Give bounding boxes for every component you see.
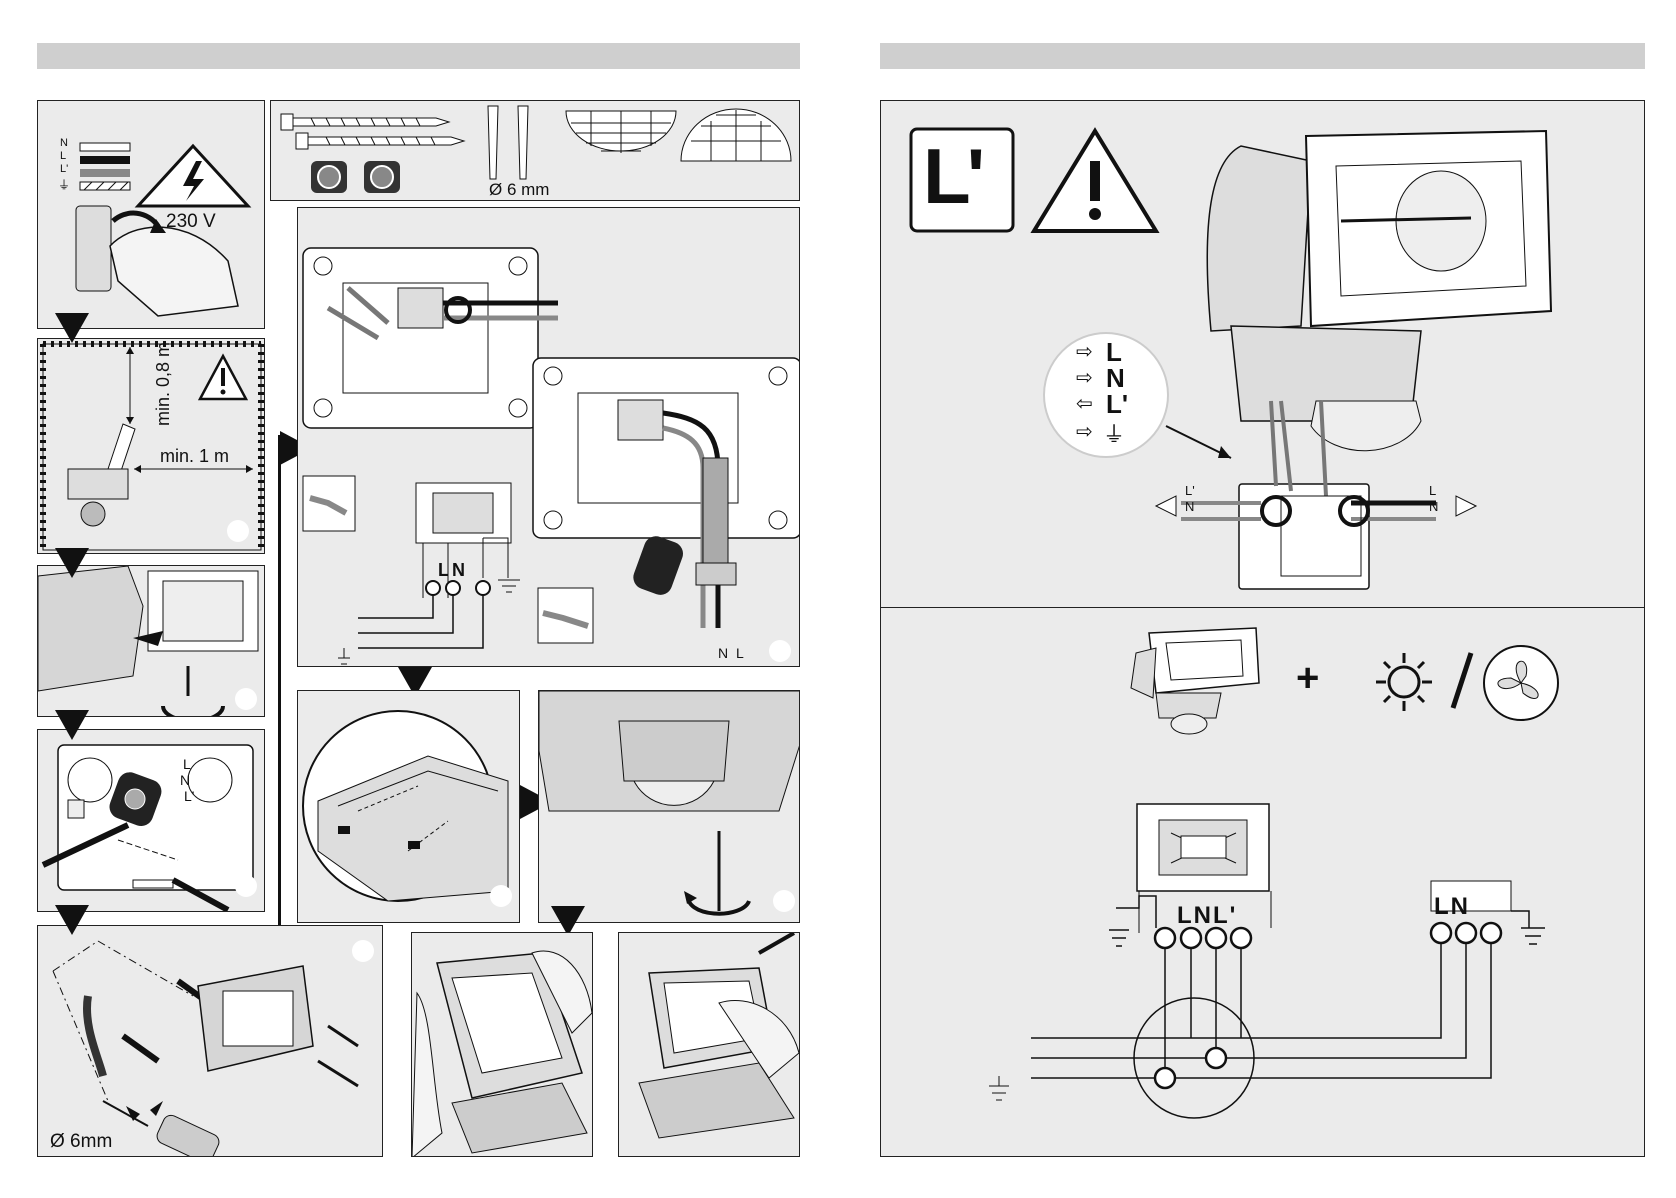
panel-cable-entry: L N L' [37,729,265,912]
dowel-size-label: Ø 6 mm [489,180,549,200]
panel-open-lamp [411,932,593,1157]
terminal-label-n: N [452,560,465,581]
terminal-label-l: L [438,560,449,581]
lprime-wiring-illustration [881,101,1645,608]
wire-label-n-right: N [1429,499,1438,514]
mounting-distance-illustration [38,339,265,554]
circuit-diagram [881,608,1645,1157]
step-arrow-2 [55,548,89,578]
wire-label-lprime: L' [60,163,68,175]
plus-sign: + [1296,656,1319,701]
legend-lprime: L' [1106,389,1128,420]
panel-insert-bulb [618,932,800,1157]
step-arrow-3 [55,710,89,740]
legend-arrow-ground: ⇨ [1076,419,1093,444]
panel-lprime-wiring: L' L N L' ⇨ ⇨ ⇦ ⇨ ⏚ L' N L N [880,100,1645,608]
load-terminals: LN [1434,893,1470,921]
open-lamp-illustration [412,933,593,1157]
insert-bulb-illustration [619,933,800,1157]
height-label: min. 0,8 m [153,342,174,426]
legend-ground-icon: ⏚ [1103,417,1125,449]
panel-drill-mount: Ø 6mm [37,925,383,1157]
wiring-illustration [298,208,800,667]
panel-sensor-screw [538,690,800,923]
left-header-bar [37,43,800,69]
legend-arrow-lprime: ⇦ [1076,391,1093,416]
wire-label-n-left: N [1185,499,1194,514]
step-arrow-1 [55,313,89,343]
panel-remove-housing [37,565,265,717]
drill-mount-illustration [38,926,383,1157]
distance-label: min. 1 m [160,446,229,467]
wire-label-l: L [60,150,66,162]
remove-housing-illustration [38,566,265,717]
mode-symbol: L' [923,131,981,222]
panel-accessories: Ø 6 mm [270,100,800,201]
wire-label-lprime-right: L' [1185,483,1195,498]
step-arrow-4 [55,905,89,935]
box-label-lprime: L' [184,788,194,804]
cable-entry-illustration [38,730,265,912]
legend-arrow-n: ⇨ [1076,365,1093,390]
legend-arrow-l: ⇨ [1076,339,1093,364]
cable-label-n: N [718,645,728,661]
power-off-illustration [38,101,265,329]
cable-label-l: L [736,645,744,661]
panel-power-off: N L L' ⏚ 230 V [37,100,265,329]
lamp-terminals: LNL' [1177,902,1237,930]
panel-circuit: + LNL' LN [880,607,1645,1157]
wire-label-n: N [60,137,68,149]
wire-label-l-right: L [1429,483,1436,498]
cover-clip-illustration [298,691,520,923]
sensor-screw-illustration [539,691,800,923]
box-label-l: L [183,756,191,772]
drill-size-label: Ø 6mm [50,1131,112,1153]
right-header-bar [880,43,1645,69]
panel-mounting-distance: min. 0,8 m min. 1 m [37,338,265,554]
voltage-label: 230 V [166,211,216,233]
panel-cover-clip [297,690,520,923]
connector-line [278,435,281,925]
ground-icon: ⏚ [58,176,70,193]
box-label-n: N [180,772,190,788]
panel-wiring: L N N L [297,207,800,667]
